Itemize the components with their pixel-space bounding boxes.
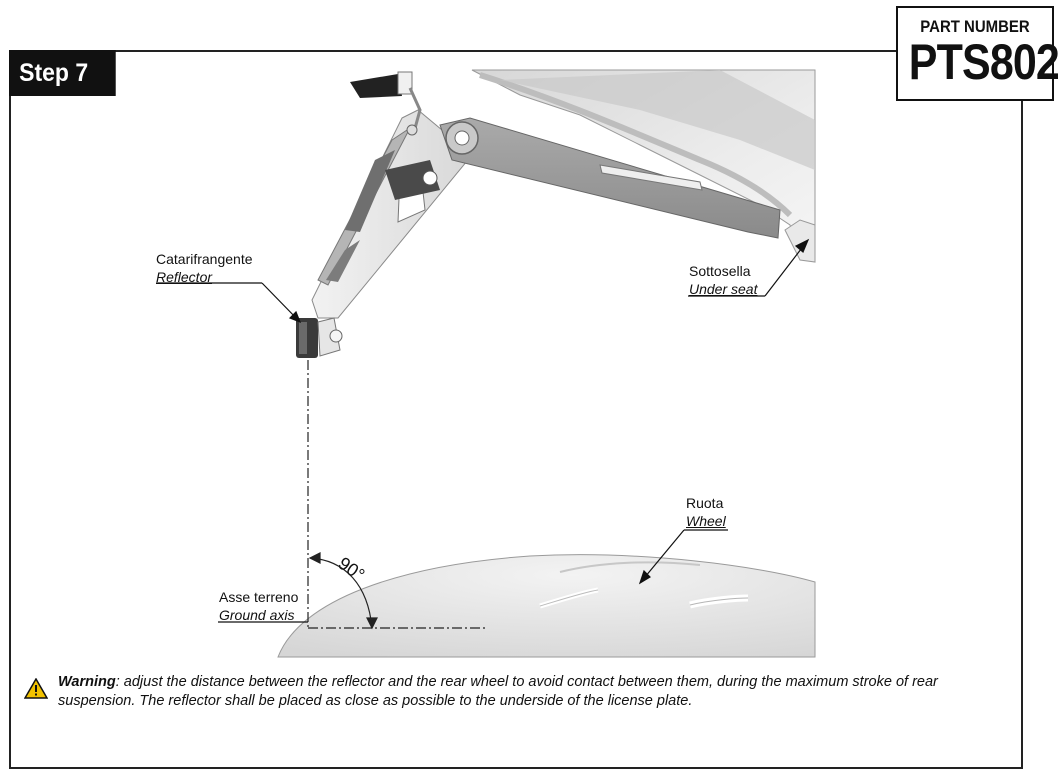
instruction-frame: [9, 50, 1023, 769]
reflector-label-it: Catarifrangente: [156, 251, 253, 267]
bracket-arm: [439, 117, 781, 239]
under-seat-label-en: Under seat: [689, 281, 758, 297]
under-seat-label-it: Sottosella: [689, 263, 751, 279]
top-light: [350, 71, 422, 136]
under-seat-part: [471, 69, 816, 263]
license-plate-holder: [311, 109, 473, 319]
reflector-part: [296, 317, 343, 358]
warning-text: : adjust the distance between the reflec…: [58, 674, 938, 709]
warning-title: Warning: [58, 674, 116, 690]
reflector-label-en: Reflector: [156, 269, 213, 285]
wheel-label-it: Ruota: [686, 495, 724, 511]
reflector-label: Catarifrangente Reflector: [156, 250, 253, 286]
wheel-label-en: Wheel: [686, 513, 726, 529]
part-number-box: PART NUMBER PTS802: [896, 6, 1058, 101]
ground-axis-label-it: Asse terreno: [219, 589, 299, 605]
step-label: Step 7: [9, 50, 116, 96]
under-seat-label: Sottosella Under seat: [689, 262, 757, 298]
ground-axis-label-en: Ground axis: [219, 607, 295, 623]
warning-note: Warning: adjust the distance between the…: [24, 673, 1014, 711]
ground-axis-label: Asse terreno Ground axis: [219, 588, 298, 624]
warning-triangle-icon: [24, 678, 48, 699]
part-number-label: PART NUMBER: [920, 17, 1030, 36]
wheel-part: [277, 554, 816, 658]
wheel-label: Ruota Wheel: [686, 494, 726, 530]
leader-lines: [156, 238, 810, 623]
measurement-lines: [307, 360, 488, 630]
part-number-value: PTS802: [908, 34, 1058, 90]
